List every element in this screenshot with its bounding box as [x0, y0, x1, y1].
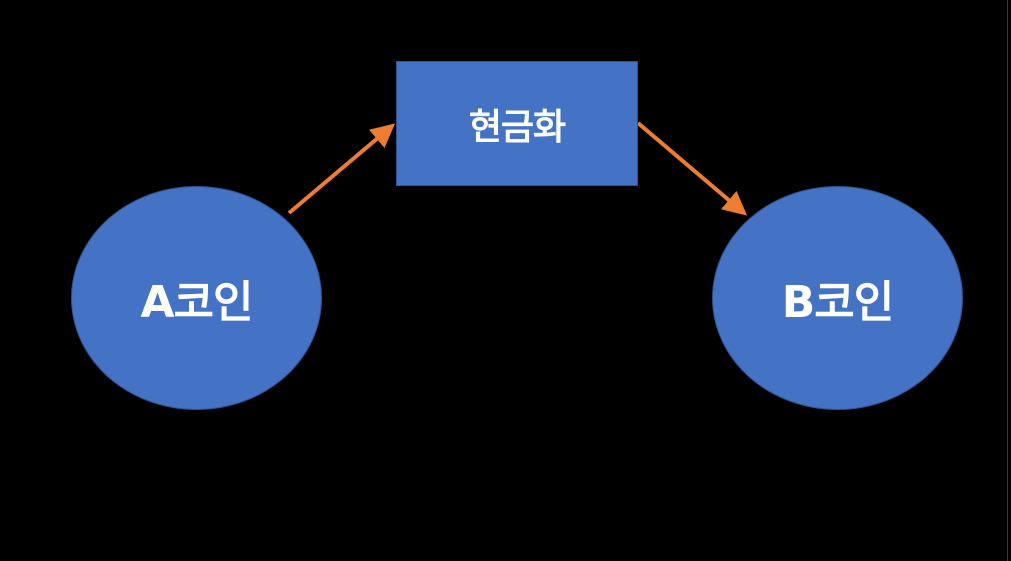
window-edge-divider — [1007, 0, 1008, 561]
arrow-a-to-cash — [287, 123, 396, 215]
node-coin-b-label: B코인 — [781, 277, 894, 328]
arrow-cash-to-b — [636, 121, 748, 216]
node-coin-a-label: A코인 — [140, 277, 253, 328]
node-coin-a: A코인 — [71, 186, 322, 410]
node-cash-conversion-label: 현금화 — [468, 106, 566, 148]
node-cash-conversion: 현금화 — [396, 61, 638, 186]
node-coin-b: B코인 — [712, 186, 963, 410]
